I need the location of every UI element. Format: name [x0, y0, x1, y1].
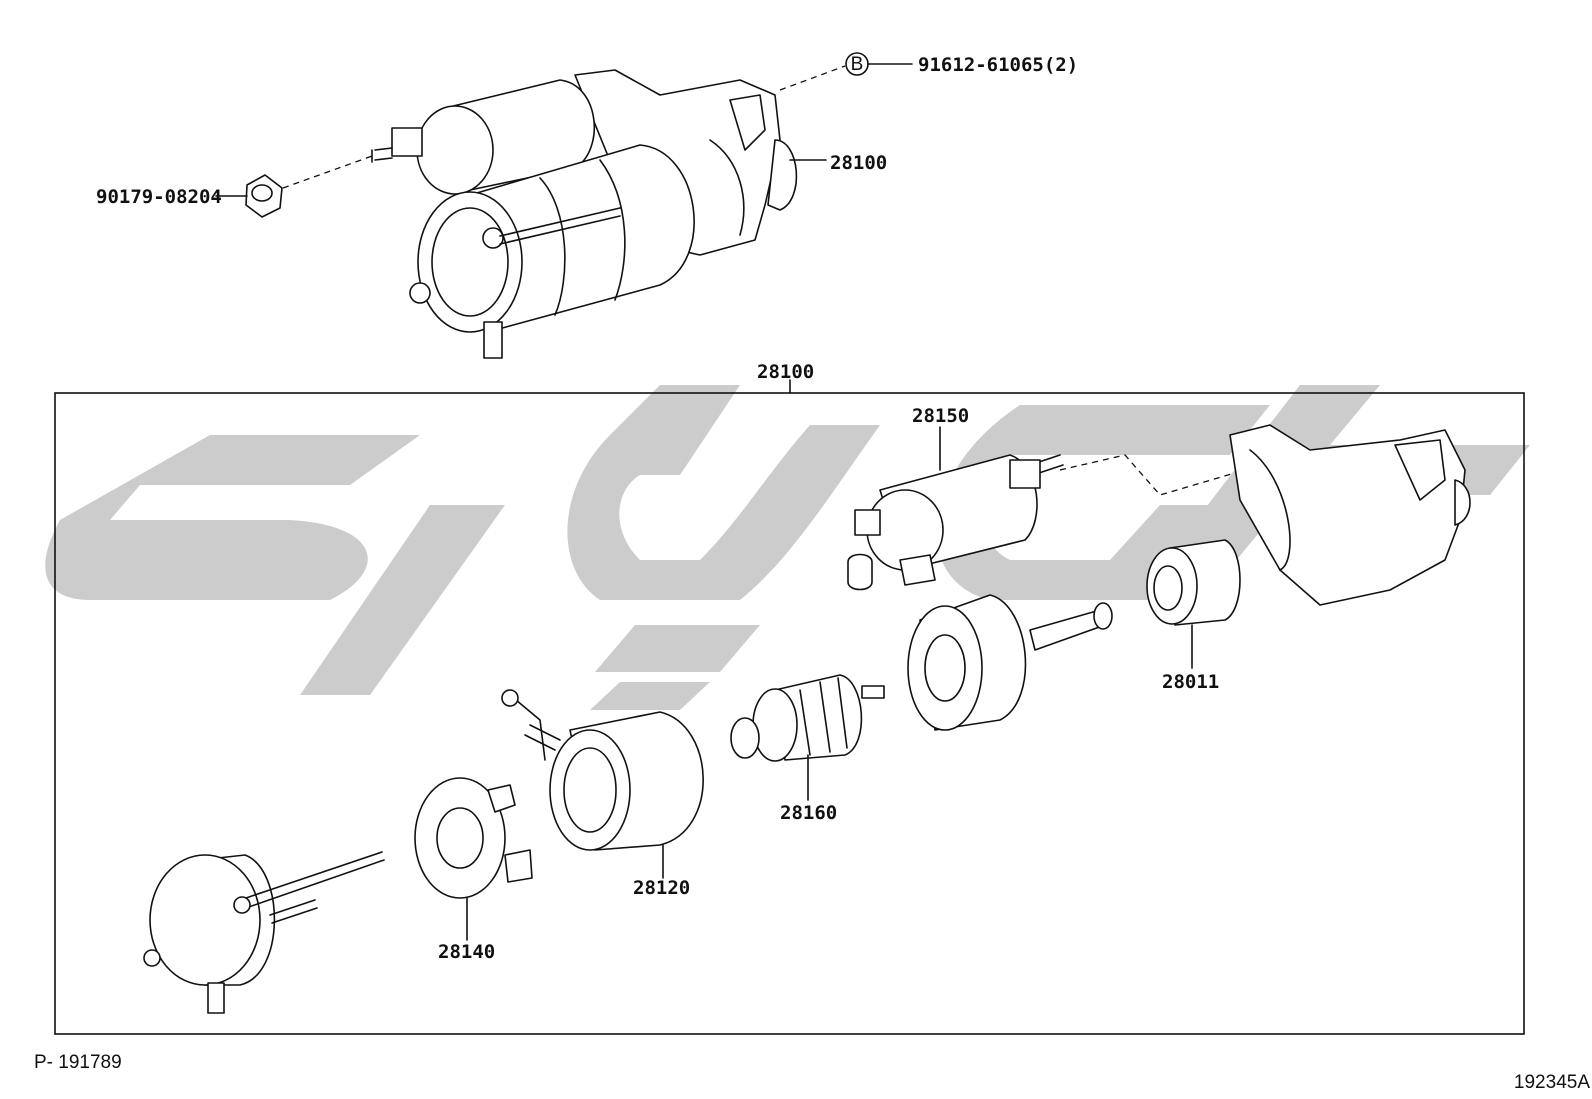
yoke-part: [501, 689, 704, 851]
bolt-marker-letter: B: [851, 54, 864, 75]
callout-yoke: 28120: [633, 877, 690, 899]
brush-holder-part: [414, 777, 533, 899]
callout-starter-top: 28100: [830, 152, 887, 174]
magnetic-switch-part: [854, 454, 1064, 586]
callout-nut-ref: 90179-08204: [96, 186, 222, 208]
footer-right-code: 192345A: [1514, 1072, 1590, 1093]
watermark-logo: [45, 385, 1530, 710]
footer-left-code: P- 191789: [34, 1052, 122, 1073]
starter-housing-part: [1229, 424, 1471, 606]
pinion-shaft-part: [907, 594, 1113, 731]
callout-bolt-ref: 91612-61065(2): [918, 54, 1078, 76]
callout-brush-holder: 28140: [438, 941, 495, 963]
end-cover-part: [143, 851, 385, 1014]
callout-switch: 28150: [912, 405, 969, 427]
starter-assembly-drawing: [245, 69, 798, 359]
clutch-part: [1146, 539, 1241, 626]
callout-armature: 28160: [780, 802, 837, 824]
callout-assembly: 28100: [757, 361, 814, 383]
armature-part: [730, 674, 885, 762]
switch-boot: [847, 553, 873, 591]
callout-clutch: 28011: [1162, 671, 1219, 693]
